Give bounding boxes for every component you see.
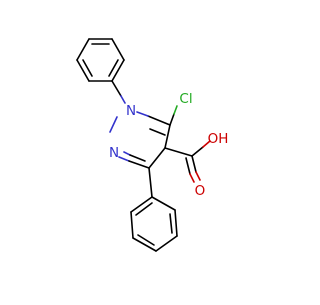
atom-label-cl: Cl bbox=[179, 91, 192, 107]
atom-label-n2: N bbox=[109, 145, 119, 161]
bond-phenyl-n1 bbox=[111, 80, 122, 97]
pyrazole-ring bbox=[109, 111, 171, 169]
structure-canvas: N N Cl OH O bbox=[76, 38, 229, 252]
bond-c5-cl bbox=[169, 113, 175, 126]
bond-c3-phenyl bbox=[148, 167, 153, 198]
carboxylic-acid bbox=[164, 140, 211, 183]
atom-label-oh: OH bbox=[208, 131, 229, 147]
atom-label-o: O bbox=[195, 183, 206, 199]
phenyl-ring-top bbox=[76, 38, 125, 82]
atom-label-n1: N bbox=[126, 103, 136, 119]
molecule-structure: N N Cl OH O bbox=[76, 38, 229, 252]
bond-c5-cl-colored bbox=[173, 105, 178, 115]
bond-phenyl-n1-n bbox=[120, 95, 126, 104]
phenyl-ring-bottom bbox=[130, 196, 178, 252]
